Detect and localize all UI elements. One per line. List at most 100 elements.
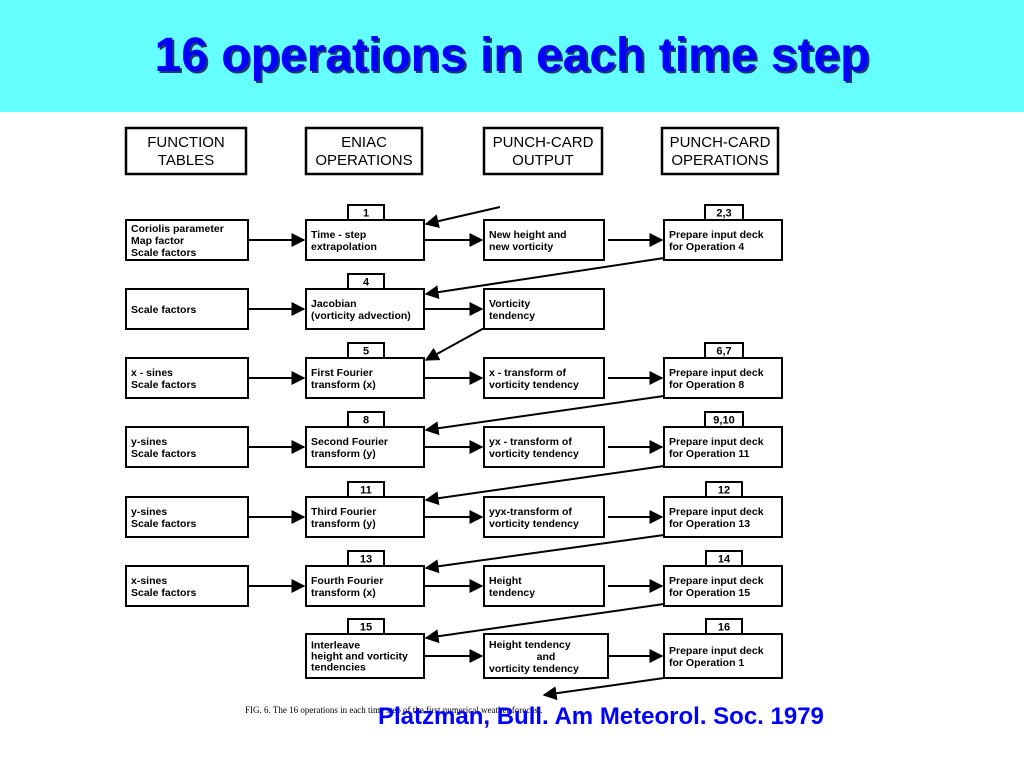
arrow-into-operation-1: [424, 206, 501, 229]
column-headers: FUNCTIONTABLESENIACOPERATIONSPUNCH-CARDO…: [124, 126, 780, 176]
eniac-operation-box-3-text: First Fourier: [311, 367, 373, 379]
slide-title: 16 operations in each time step: [154, 29, 870, 82]
punch-card-operation-box-4-text: Prepare input deck: [669, 436, 764, 448]
column-header-box-4: [660, 126, 780, 176]
figure-caption: FIG. 6. The 16 operations in each time s…: [245, 705, 542, 715]
punch-card-operation-box-7: [663, 633, 783, 679]
punch-card-output-box-7-text: Height tendency: [489, 639, 571, 651]
punch-card-operation-box-3-text: Prepare input deck: [669, 367, 764, 379]
arrow-deck-to-operation-1: [542, 677, 665, 701]
function-table-box-5: [125, 496, 249, 538]
punch-card-output-box-6: [483, 565, 605, 607]
column-header-text: PUNCH-CARD: [493, 134, 594, 151]
punch-card-output-box-4-text: yx - transform of: [489, 436, 572, 448]
punch-card-operation-box-1-text: Prepare input deck: [669, 229, 764, 241]
punch-card-output-box-6-text: Height: [489, 575, 522, 587]
punch-card-op-number-3-text: 6,7: [716, 346, 731, 358]
eniac-operation-box-6-text: transform (x): [311, 587, 376, 599]
function-table-box-3-text: x - sines: [131, 367, 173, 379]
function-table-box-1-text: Map factor: [131, 235, 184, 247]
eniac-operation-box-5-text: Third Fourier: [311, 506, 376, 518]
eniac-operation-box-7-text: tendencies: [311, 662, 366, 674]
punch-card-op-number-7: [705, 618, 743, 635]
eniac-operation-box-3-text: transform (x): [311, 379, 376, 391]
column-header-text: ENIAC: [341, 134, 387, 151]
arrow-vorticity-to-operation-5: [424, 326, 487, 361]
eniac-op-number-2-text: 4: [363, 277, 370, 289]
punch-card-output-box-1-text: New height and: [489, 229, 567, 241]
eniac-op-number-1: [347, 204, 385, 221]
punch-card-op-number-3: [704, 342, 744, 359]
eniac-operation-box-1-text: extrapolation: [311, 241, 377, 253]
eniac-operation-box-4-text: transform (y): [311, 448, 376, 460]
punch-card-output-box-2-text: tendency: [489, 310, 535, 322]
punch-card-output-box-7: [483, 633, 609, 679]
eniac-operation-box-6-text: Fourth Fourier: [311, 575, 383, 587]
arrow-deck-to-operation-13: [424, 534, 665, 574]
punch-card-operation-box-4-text: for Operation 11: [669, 448, 750, 460]
punch-card-op-number-5: [705, 481, 743, 498]
eniac-op-number-2: [347, 273, 385, 290]
eniac-operation-box-2: [305, 288, 425, 330]
arrow-deck-to-operation-11: [424, 465, 665, 506]
eniac-op-number-5: [347, 481, 385, 498]
arrow-deck-to-operation-15: [424, 603, 665, 644]
column-header-box-2: [304, 126, 424, 176]
eniac-op-number-6: [347, 550, 385, 567]
eniac-op-number-3: [347, 342, 385, 359]
eniac-op-number-3-text: 5: [363, 346, 369, 358]
punch-card-op-number-4: [704, 411, 744, 428]
eniac-op-number-7-text: 15: [360, 622, 372, 634]
eniac-operation-box-4-text: Second Fourier: [311, 436, 388, 448]
column-header-text: OPERATIONS: [671, 152, 768, 169]
function-table-box-5-text: Scale factors: [131, 518, 197, 530]
punch-card-op-number-5-text: 12: [718, 485, 730, 497]
punch-card-output-box-3-text: x - transform of: [489, 367, 567, 379]
punch-card-operation-box-5: [663, 496, 783, 538]
punch-card-output-box-2-text: Vorticity: [489, 298, 530, 310]
function-table-box-4-text: y-sines: [131, 436, 167, 448]
eniac-op-number-1-text: 1: [363, 208, 369, 220]
eniac-operation-box-7: [305, 633, 425, 679]
eniac-operation-box-2-text: (vorticity advection): [311, 310, 411, 322]
function-table-box-6-text: Scale factors: [131, 587, 197, 599]
eniac-operation-box-7-text: height and vorticity: [311, 651, 408, 663]
punch-card-output-box-3: [483, 357, 605, 399]
eniac-op-number-4: [347, 411, 385, 428]
column-header-text: FUNCTION: [147, 134, 225, 151]
column-header-text: OUTPUT: [512, 152, 574, 169]
column-header-text: TABLES: [158, 152, 214, 169]
column-header-text: PUNCH-CARD: [670, 134, 771, 151]
eniac-op-number-4-text: 8: [363, 415, 369, 427]
punch-card-op-number-1-text: 2,3: [716, 208, 731, 220]
punch-card-operation-box-6-text: for Operation 15: [669, 587, 750, 599]
arrow-deck-to-operation-8: [424, 395, 665, 436]
punch-card-op-number-6: [705, 550, 743, 567]
eniac-operation-box-2-text: Jacobian: [311, 298, 357, 310]
punch-card-op-number-7-text: 16: [718, 622, 730, 634]
citation: Platzman, Bull. Am Meteorol. Soc. 1979: [378, 703, 824, 730]
punch-card-operation-box-6: [663, 565, 783, 607]
eniac-operation-box-3: [305, 357, 425, 399]
punch-card-output-box-5-text: vorticity tendency: [489, 518, 579, 530]
punch-card-op-number-4-text: 9,10: [713, 415, 734, 427]
punch-card-output-box-4-text: vorticity tendency: [489, 448, 579, 460]
punch-card-operation-box-4: [663, 426, 783, 468]
function-table-box-3-text: Scale factors: [131, 379, 197, 391]
column-header-box-3: [482, 126, 604, 176]
punch-card-output-box-1: [483, 219, 605, 261]
function-table-box-2: [125, 288, 249, 330]
punch-card-output-box-5: [483, 496, 605, 538]
flow-arrows: [248, 206, 665, 701]
eniac-operation-box-1-text: Time - step: [311, 229, 366, 241]
punch-card-output-box-7-text: and: [537, 651, 556, 663]
function-table-box-6: [125, 565, 249, 607]
function-table-box-1-text: Scale factors: [131, 247, 197, 259]
punch-card-output-box-2: [483, 288, 605, 330]
punch-card-output-box-3-text: vorticity tendency: [489, 379, 579, 391]
eniac-operation-box-1: [305, 219, 425, 261]
punch-card-output-box-5-text: yyx-transform of: [489, 506, 572, 518]
punch-card-output-box-4: [483, 426, 605, 468]
punch-card-operation-box-5-text: Prepare input deck: [669, 506, 764, 518]
